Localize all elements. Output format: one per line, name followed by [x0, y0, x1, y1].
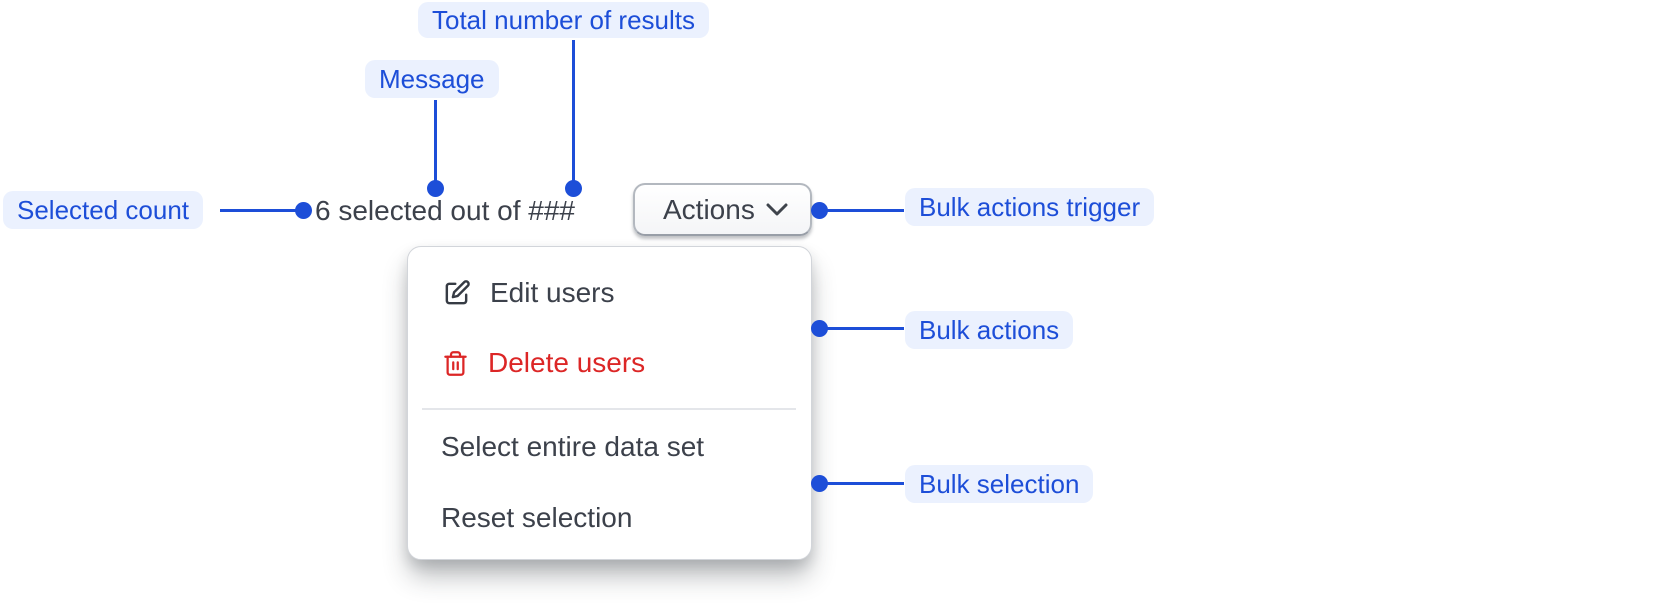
trash-icon: [444, 350, 467, 376]
callout-bulk-actions-trigger: Bulk actions trigger: [905, 188, 1155, 226]
edit-icon: [445, 279, 470, 304]
connector-line-bulk-actions-trigger: [826, 209, 904, 212]
menu-item-label: Delete users: [488, 347, 646, 378]
actions-button-label: Actions: [663, 193, 755, 225]
connector-dot-bulk-actions-trigger: [811, 202, 828, 219]
callout-message: Message: [365, 60, 499, 98]
callout-bulk-actions: Bulk actions: [905, 311, 1074, 349]
actions-button[interactable]: Actions: [633, 183, 812, 236]
connector-line-bulk-actions: [826, 327, 904, 330]
connector-dot-bulk-actions: [811, 320, 828, 337]
menu-item-label: Reset selection: [441, 502, 633, 533]
menu-item-label: Edit users: [490, 277, 615, 308]
connector-line-total-results: [572, 40, 575, 181]
connector-line-bulk-selection: [826, 482, 904, 485]
connector-line-selected-count: [220, 209, 298, 212]
connector-dot-total-results: [565, 180, 582, 197]
menu-divider: [422, 408, 796, 410]
menu-item-label: Select entire data set: [441, 431, 705, 462]
connector-dot-selected-count: [295, 202, 312, 219]
bulk-actions-menu: Edit users Delete users Select entire da…: [407, 246, 812, 560]
connector-dot-message: [427, 180, 444, 197]
menu-item-edit-users[interactable]: Edit users: [442, 273, 797, 313]
menu-item-delete-users[interactable]: Delete users: [442, 343, 797, 383]
menu-item-reset-selection[interactable]: Reset selection: [441, 498, 797, 538]
callout-total-results: Total number of results: [418, 2, 710, 38]
selection-count-message: 6 selected out of ###: [315, 195, 575, 226]
callout-selected-count: Selected count: [3, 191, 204, 229]
connector-dot-bulk-selection: [811, 475, 828, 492]
chevron-down-icon: [766, 203, 788, 215]
menu-item-select-entire-data-set[interactable]: Select entire data set: [441, 427, 797, 467]
callout-bulk-selection: Bulk selection: [905, 465, 1094, 503]
connector-line-message: [434, 100, 437, 181]
